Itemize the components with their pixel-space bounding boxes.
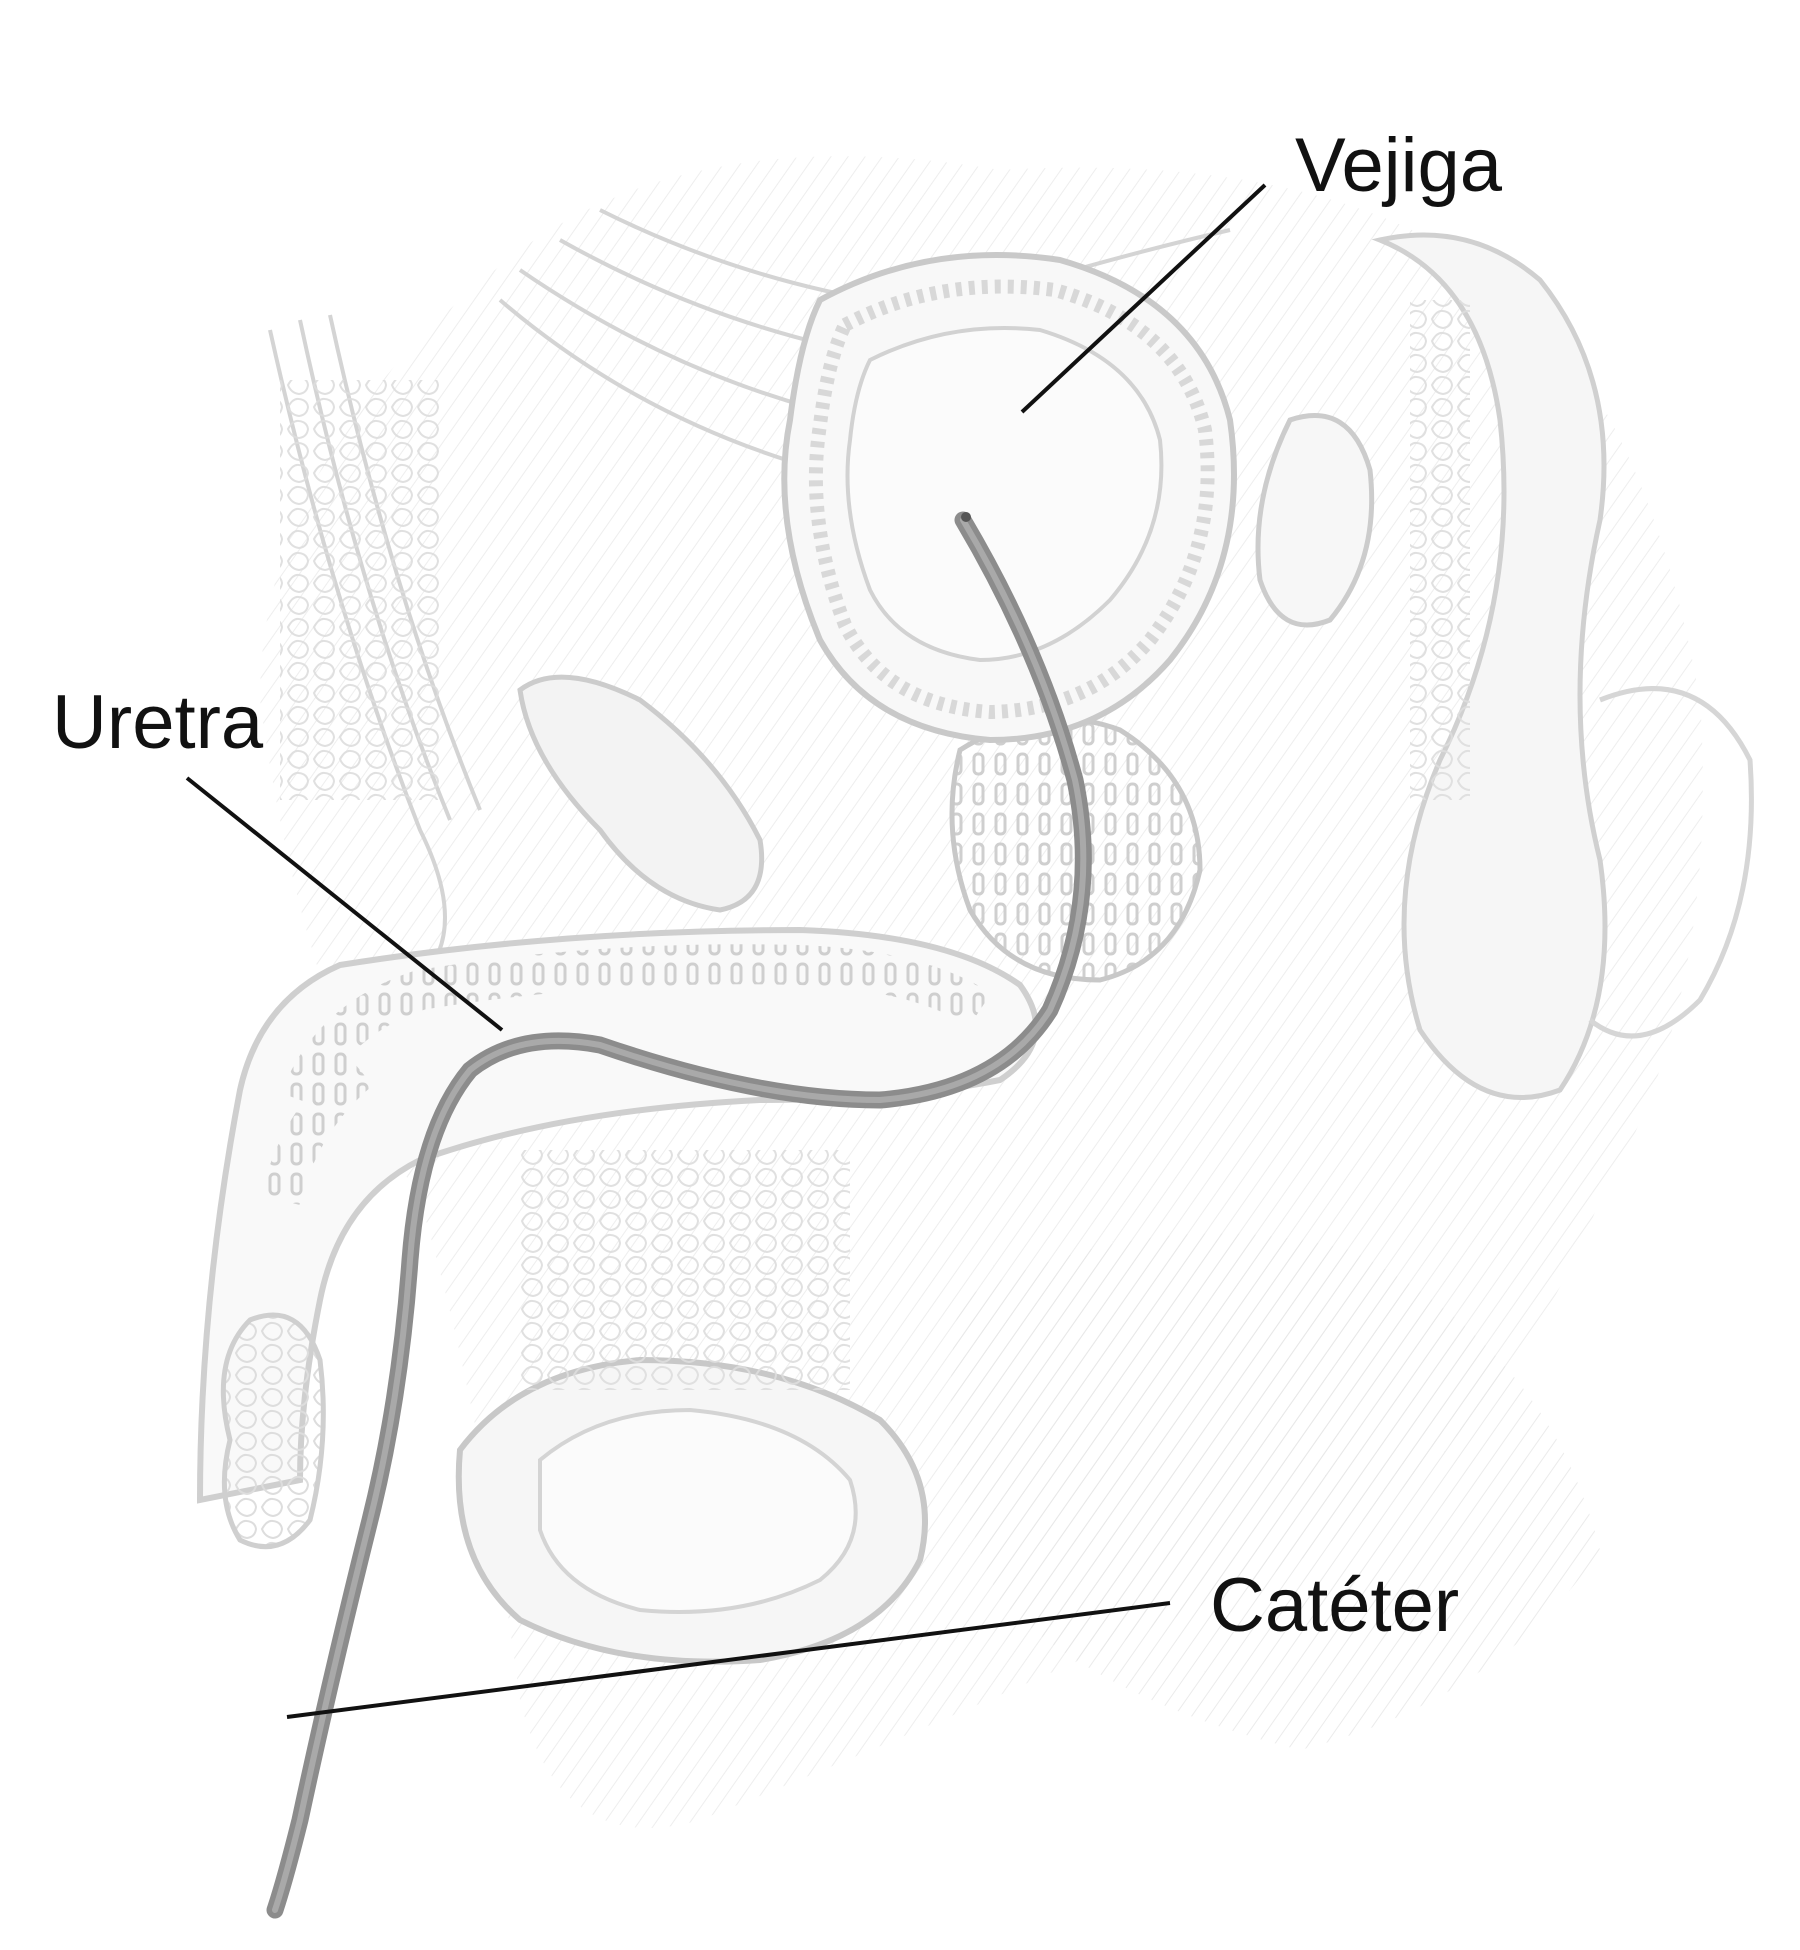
label-urethra: Uretra — [52, 680, 264, 765]
catheter-tip-eye — [961, 512, 971, 522]
rectum — [1371, 232, 1754, 1100]
bladder — [781, 252, 1237, 744]
seminal-vesicle — [1255, 413, 1375, 628]
label-bladder: Vejiga — [1295, 123, 1503, 208]
leader-line-vejiga — [1020, 183, 1267, 414]
testis — [455, 1150, 928, 1665]
catheter-tube-highlight — [272, 517, 1087, 1913]
leader-line-uretra — [185, 776, 504, 1032]
pubic-bone — [517, 674, 765, 913]
abdominal-wall-layers — [268, 208, 1231, 982]
label-catheter: Catéter — [1210, 1563, 1460, 1648]
leader-line-cateter — [286, 1601, 1171, 1719]
